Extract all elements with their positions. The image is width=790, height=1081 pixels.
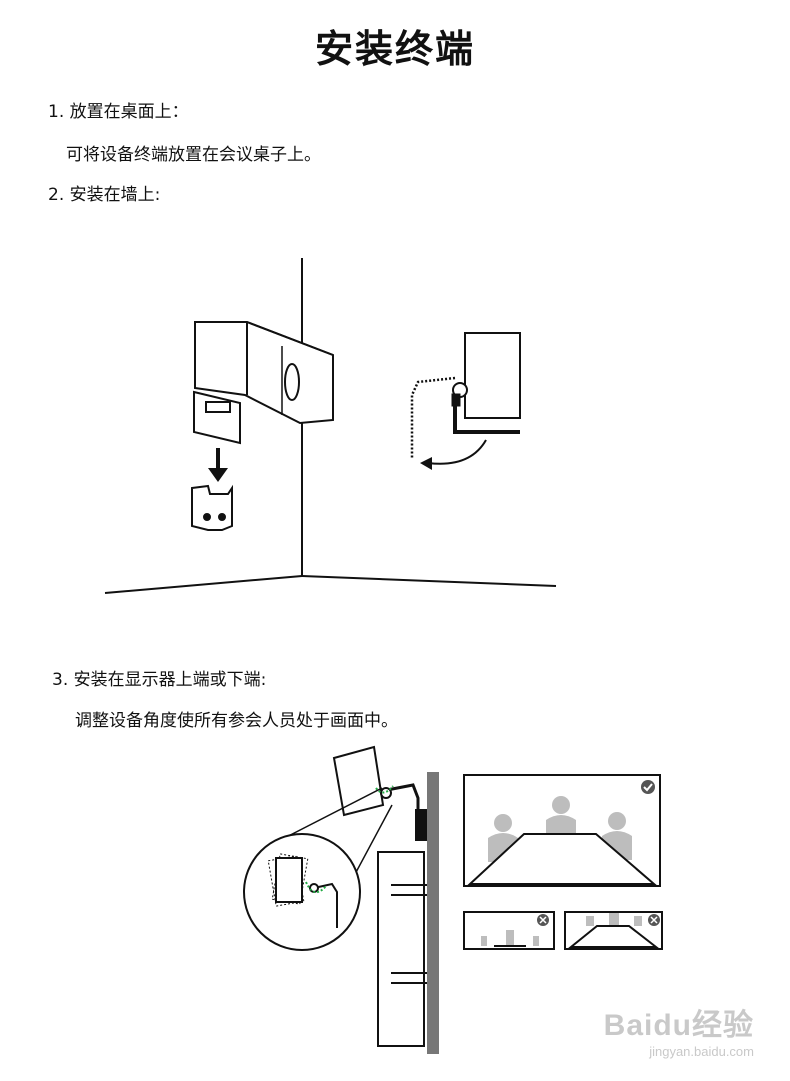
step-2-heading: 2. 安装在墙上: [48,185,161,205]
down-arrow-icon [208,448,228,482]
room-corner [104,258,557,594]
watermark-brand: Baidu经验 [603,1009,754,1042]
tv-panel [377,851,427,1047]
x-circle-icon [648,914,660,926]
side-view-mount [410,376,520,458]
step-3-heading: 3. 安装在显示器上端或下端: [52,670,267,690]
wall-bar [427,772,439,1054]
page-title: 安装终端 [314,27,475,71]
step-1-body: 可将设备终端放置在会议桌子上。 [66,145,321,165]
camera-view-bad-1 [463,911,555,950]
watermark: Baidu经验 jingyan.baidu.com [604,1000,754,1059]
step-3-body: 调整设备角度使所有参会人员处于画面中。 [75,711,398,731]
wall-plate [193,390,241,445]
x-circle-icon [537,914,549,926]
device-front [194,321,334,425]
mounting-bracket [191,484,233,531]
camera-device [332,745,427,841]
check-circle-icon [641,780,655,794]
camera-view-bad-2 [564,911,663,950]
side-view-display [464,332,521,419]
camera-view-good [463,774,661,887]
angle-markers [375,785,394,794]
watermark-url: jingyan.baidu.com [649,1044,754,1059]
curved-arrow-icon [420,439,487,470]
zoom-circle [243,833,361,951]
step-1-heading: 1. 放置在桌面上： [48,102,189,122]
